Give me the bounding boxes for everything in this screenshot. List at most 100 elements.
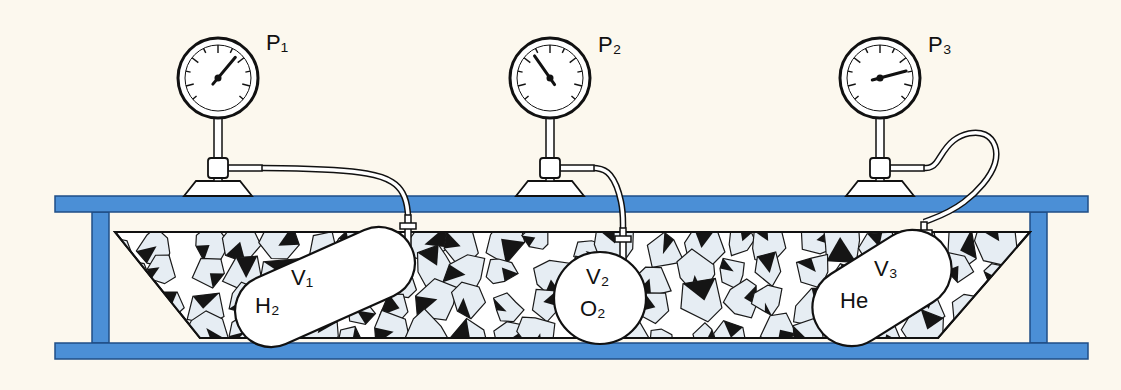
gauge-drawing [836,36,924,196]
ice-chunk [486,222,525,264]
gas-label: He [840,288,868,314]
ice-chunk [517,317,555,349]
gas-vessel: V₂O₂ [550,228,650,346]
gauge-tick [571,96,575,99]
volume-label: V₂ [586,264,609,290]
ice-shadow [522,235,536,246]
ice-shadow [793,326,810,345]
gauge-dial [178,38,258,118]
ice-shadow [765,303,772,316]
gauge-tick [524,58,530,63]
ice-chunk [751,285,781,315]
volume-label: V₃ [874,256,898,282]
shelf-top [55,196,1088,212]
valve-handle [400,223,416,229]
ice-chunk [1022,316,1066,350]
gauge-scale [517,45,583,111]
ice-shadow [206,328,229,351]
rubber-hose [924,133,996,222]
gauge-tick [204,48,206,52]
gauge-tick [562,48,564,52]
ice-shadow [827,237,857,262]
ice-shadow [116,338,133,347]
ice-shadow [960,229,976,259]
ice-chunk [1029,236,1054,265]
ice-shadow [357,310,376,324]
gauge-nipple [890,165,924,171]
ice-shadow [375,328,394,344]
ice-shadow [650,340,662,355]
ice-chunk [723,279,756,318]
ice-shadow [135,308,155,323]
ice-chunk [486,259,518,284]
vessel-drawing [812,222,952,346]
gauge-tick [900,58,906,63]
pressure-gauge: P₃ [836,36,924,196]
gauge-tick [536,48,538,52]
gauge-scale [185,45,251,111]
ice-chunk [755,252,781,286]
ice-shadow [149,336,166,349]
ice-shadow [740,227,752,241]
ice-chunk [950,325,979,350]
ice-shadow [683,278,715,300]
gauge-tick [848,71,853,72]
gauge-tick [904,84,912,86]
gauge-tick [186,84,194,86]
gauge-tick [549,45,550,53]
ice-shadow [112,261,132,273]
ice-shadow [797,258,816,272]
hose-outline [594,168,623,228]
ice-shadow [403,337,425,351]
gauge-tick [879,45,880,53]
gauge-tick [192,58,198,63]
gauge-label: P₃ [928,32,952,58]
ice-shadow [444,232,460,249]
ice-chunk [494,293,524,322]
shelf-post [92,212,109,343]
ice-shadow [757,252,775,273]
gauge-nipple [560,165,594,171]
gas-vessel: V₃He [812,222,952,346]
ice-chunk [375,310,409,353]
ice-shadow [278,225,299,245]
vessel-body [224,215,427,358]
vessel-body [798,215,967,361]
ice-shadow [978,217,999,241]
ice-chunk [991,325,1022,356]
gauge-tick [242,84,250,86]
gauge-tick [186,71,191,72]
gauge-drawing [506,36,594,196]
ice-chunk [147,255,175,283]
hose-core [924,133,996,222]
gauge-tick [193,96,197,99]
ice-chunk [114,286,154,324]
ice-chunk [184,311,230,352]
valve-handle [615,236,631,242]
pressure-gauge: P₁ [174,36,262,196]
gauge-tick [518,84,526,86]
ice-chunk [259,222,300,258]
gauge-tick [245,71,250,72]
ice-shadow [663,232,674,254]
ice-chunk [452,282,486,319]
gauge-needle [213,57,235,84]
gauge-dial [510,38,590,118]
rubber-hose [262,168,408,215]
gauge-label: P₂ [598,32,621,58]
gauge-fitting [540,158,560,178]
gauge-base [846,181,914,196]
gauge-tick [866,48,868,52]
ice-chunk [760,313,796,347]
ice-shadow [999,338,1009,357]
ice-shadow [921,310,943,330]
gauge-tick [239,96,243,99]
ice-chunk [103,237,133,268]
ice-shadow [1008,293,1020,307]
needle-pivot [547,75,554,82]
ice-chunk [997,293,1024,321]
hose-outline [924,133,996,222]
gauge-tick [518,71,523,72]
gauge-needle [535,56,555,85]
